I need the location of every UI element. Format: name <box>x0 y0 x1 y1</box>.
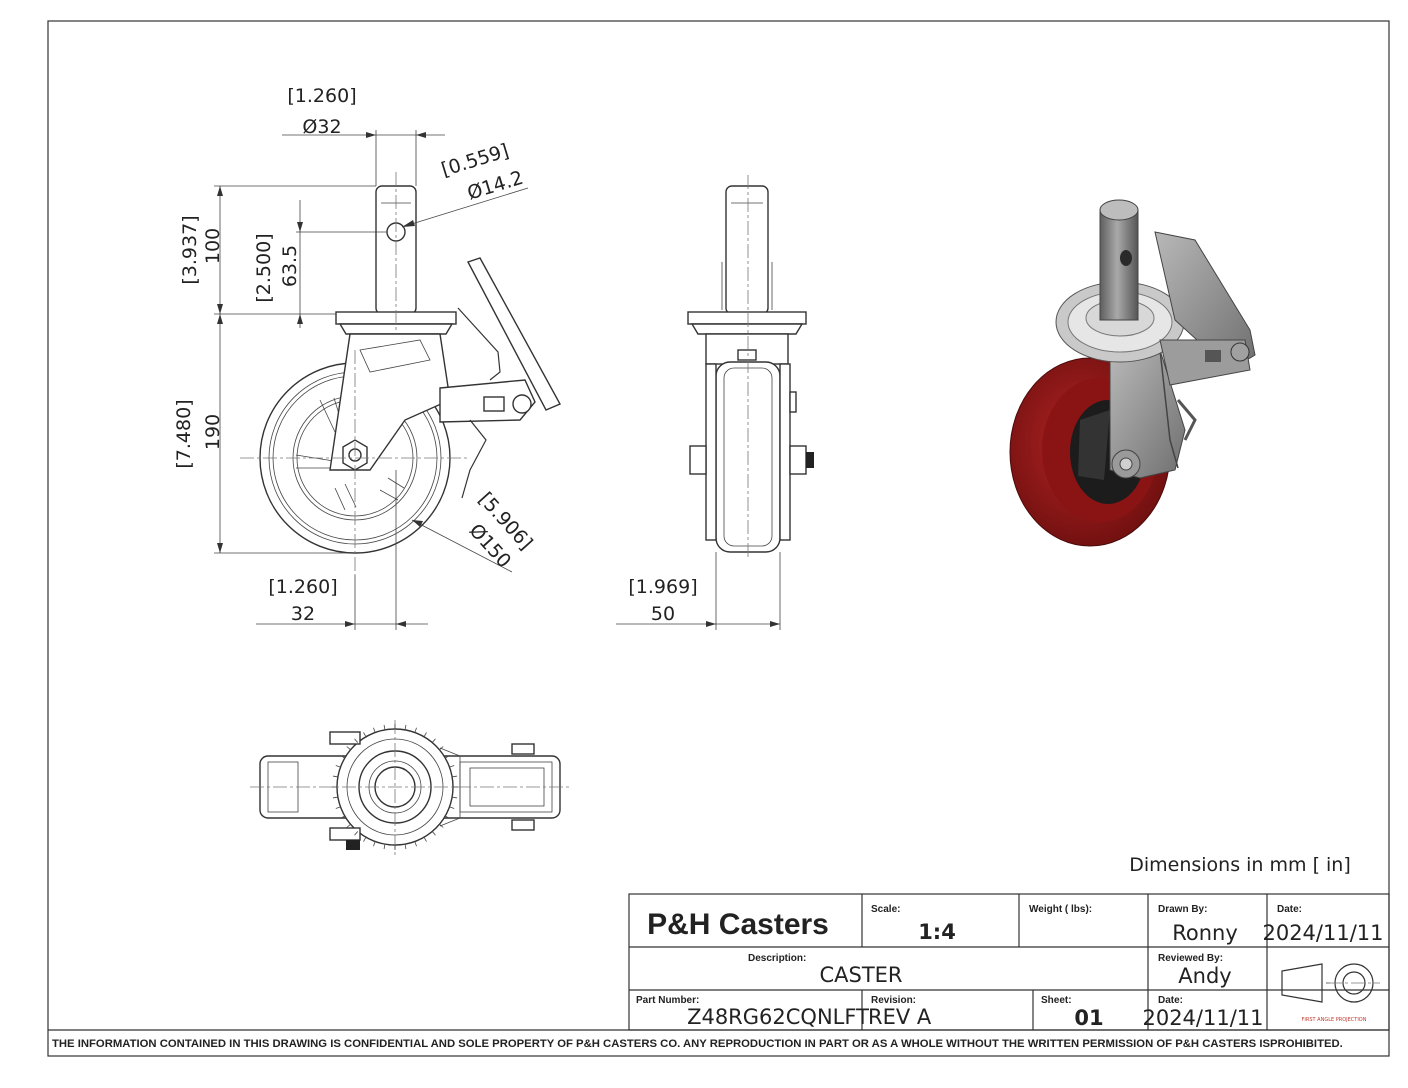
sheet-value: 01 <box>1074 1006 1103 1030</box>
gear-tooth <box>404 844 407 850</box>
stem-dia-inch: [1.260] <box>287 85 356 107</box>
stem-length-inch: [3.937] <box>179 215 201 284</box>
part-number-label: Part Number: <box>636 995 699 1006</box>
date-value-bottom: 2024/11/11 <box>1142 1006 1263 1030</box>
description-value: CASTER <box>819 963 902 987</box>
gear-tooth <box>404 724 407 730</box>
side-view: [1.260] Ø32 [0.559] Ø14.2 [3.937] 100 [2… <box>173 85 561 630</box>
gear-tooth <box>449 765 455 768</box>
gear-tooth <box>414 727 417 733</box>
units-note: Dimensions in mm [ in] <box>1129 854 1351 876</box>
gear-tooth <box>431 831 436 836</box>
iso-stem <box>1099 209 1139 321</box>
isometric-view <box>1009 199 1256 547</box>
width-inch: [1.969] <box>628 576 697 598</box>
scale-label: Scale: <box>871 904 900 915</box>
company-name: P&H Casters <box>647 908 829 941</box>
hole-position-mm: 63.5 <box>279 245 301 287</box>
weight-label: Weight ( lbs): <box>1029 904 1092 915</box>
gear-tooth <box>335 806 341 809</box>
gear-tooth <box>439 823 444 828</box>
gear-tooth <box>346 746 351 751</box>
gear-tooth <box>383 724 386 730</box>
stem-length-mm: 100 <box>202 228 224 264</box>
disclaimer-text: THE INFORMATION CONTAINED IN THIS DRAWIN… <box>52 1038 1343 1050</box>
offset-inch: [1.260] <box>268 576 337 598</box>
brake-pedal <box>466 257 561 411</box>
gear-tooth <box>449 806 455 809</box>
scale-value: 1:4 <box>918 920 956 944</box>
title-block: P&H Casters Scale: 1:4 Weight ( lbs): Dr… <box>628 893 1390 1031</box>
sheet-border <box>47 20 1390 1057</box>
drawn-by-label: Drawn By: <box>1158 904 1207 915</box>
description-label: Description: <box>748 953 806 964</box>
revision-label: Revision: <box>871 995 916 1006</box>
gear-tooth <box>332 775 338 778</box>
gear-tooth <box>332 796 338 799</box>
gear-tooth <box>354 738 359 743</box>
height-mm: 190 <box>202 414 224 450</box>
height-inch: [7.480] <box>173 399 195 468</box>
gear-tooth <box>423 837 427 842</box>
front-top-plate <box>687 311 807 325</box>
stem-dia-mm: Ø32 <box>302 116 341 138</box>
gear-tooth <box>445 815 450 819</box>
projection-symbol: FIRST ANGLE PROJECTION <box>1281 963 1380 1023</box>
top-view <box>250 720 572 856</box>
gear-tooth <box>439 746 444 751</box>
offset-mm: 32 <box>291 603 315 625</box>
projection-label: FIRST ANGLE PROJECTION <box>1302 1017 1367 1023</box>
gear-tooth <box>383 844 386 850</box>
drawn-by-value: Ronny <box>1172 921 1238 945</box>
yoke <box>329 333 451 471</box>
front-axle-nut-left <box>689 445 707 475</box>
front-axle-nut-right <box>789 445 807 475</box>
iso-brake-arm <box>1159 339 1251 386</box>
gear-tooth <box>373 727 376 733</box>
gear-tooth <box>340 815 345 819</box>
gear-tooth <box>340 755 345 759</box>
front-stem <box>725 185 769 315</box>
gear-tooth <box>346 823 351 828</box>
hole-dia-mm: Ø14.2 <box>465 167 526 205</box>
hole-position-inch: [2.500] <box>253 233 275 302</box>
gear-tooth <box>431 738 436 743</box>
iso-brake-pedal <box>1154 231 1256 371</box>
gear-tooth <box>445 755 450 759</box>
gear-tooth <box>423 732 427 737</box>
revision-value: REV A <box>868 1005 932 1029</box>
sheet-label: Sheet: <box>1041 995 1072 1006</box>
date-label-top: Date: <box>1277 904 1302 915</box>
gear-tooth <box>363 732 367 737</box>
reviewed-by-value: Andy <box>1178 964 1231 988</box>
gear-tooth <box>363 837 367 842</box>
date-label-bottom: Date: <box>1158 995 1183 1006</box>
gear-tooth <box>354 831 359 836</box>
gear-tooth <box>452 775 458 778</box>
gear-tooth <box>373 841 376 847</box>
brake-pivot <box>512 394 532 414</box>
front-view: [1.969] 50 <box>616 175 814 630</box>
date-value-top: 2024/11/11 <box>1262 921 1383 945</box>
reviewed-by-label: Reviewed By: <box>1158 953 1223 964</box>
width-mm: 50 <box>651 603 675 625</box>
gear-tooth <box>452 796 458 799</box>
gear-tooth <box>335 765 341 768</box>
gear-tooth <box>414 841 417 847</box>
part-number-value: Z48RG62CQNLFT <box>687 1005 869 1029</box>
